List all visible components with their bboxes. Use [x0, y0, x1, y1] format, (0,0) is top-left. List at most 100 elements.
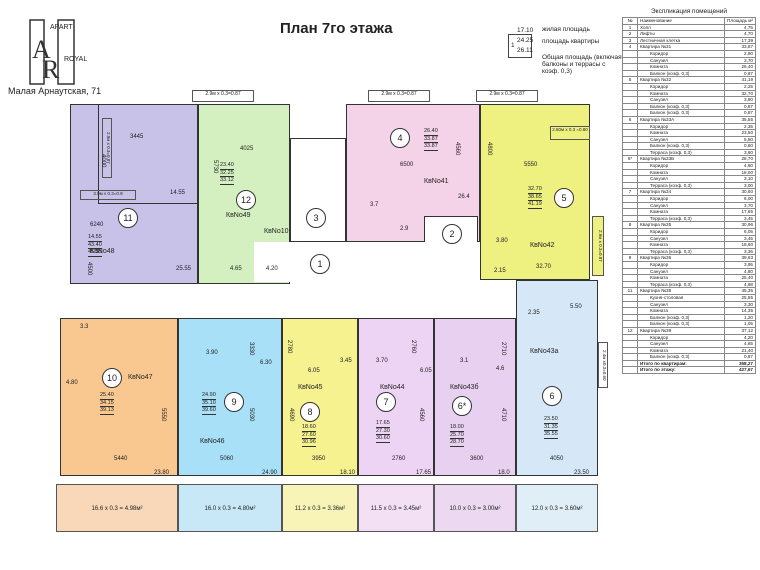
table-cell	[622, 214, 638, 223]
dimension: 6.05	[420, 368, 432, 374]
table-cell: 0,87	[724, 69, 756, 78]
area-living: 17.65	[376, 420, 390, 428]
hall	[254, 242, 480, 282]
explication-table: Экспликация помещений № Наименование Пло…	[622, 8, 756, 375]
table-cell: 39,63	[724, 254, 756, 262]
table-cell: Комната	[636, 63, 726, 71]
table-row: Балкон (коэф. 0,3)1,05	[622, 320, 756, 328]
room-11-bedroom	[98, 104, 198, 204]
room-number: 7	[376, 392, 396, 412]
table-row: Балкон (коэф. 0,3)1,20	[622, 313, 756, 322]
dimension: 26.4	[458, 194, 470, 200]
table-cell: Холл	[636, 23, 726, 32]
area-apartment: 27.30	[376, 427, 390, 435]
table-header: Площадь м²	[724, 17, 756, 25]
area-living: 32.70	[528, 186, 542, 194]
terrace-10: 16.6 x 0.3 = 4.98м²	[56, 484, 178, 532]
dimension: 24.90	[262, 470, 278, 476]
dimension: 3.90	[206, 350, 218, 356]
area-total: 28.70	[450, 439, 464, 447]
table-cell: 35,55	[724, 115, 756, 124]
table-cell	[622, 49, 638, 58]
room-number: 6*	[452, 396, 472, 416]
area-total: 30.96	[302, 439, 316, 447]
svg-text:R: R	[42, 55, 60, 84]
table-cell: Квартира №33Б	[636, 155, 726, 164]
table-title: Экспликация помещений	[650, 8, 728, 15]
area-living: 14.55	[88, 234, 102, 242]
table-cell: 25,55	[724, 293, 756, 302]
dimension: 18.10	[340, 470, 356, 476]
table-cell: 3,60	[724, 148, 756, 157]
dimension: 6.05	[308, 368, 320, 374]
table-cell: Терраса (коэф. 0,3)	[636, 214, 726, 223]
table-cell	[622, 333, 638, 342]
balcony-top: 2.9м x 0.3=0.87	[192, 90, 254, 102]
table-cell: 1,20	[724, 313, 756, 322]
area-apartment: 33.87	[424, 135, 438, 143]
table-cell: 14,35	[724, 307, 756, 315]
dimension: 2710	[500, 342, 506, 356]
table-cell: 0,87	[724, 109, 756, 117]
table-row: Терраса (коэф. 0,3)3,00	[622, 181, 756, 190]
dimension: 4025	[240, 146, 254, 152]
table-cell: Санузел	[636, 300, 726, 309]
area-apartment: 32.25	[220, 169, 234, 177]
table-row: Балкон (коэф. 0,3)0,87	[622, 109, 756, 117]
room-number: 12	[236, 190, 256, 210]
area-total: 30.60	[376, 435, 390, 443]
table-cell: 17,39	[724, 36, 756, 45]
apartment-7[interactable]	[358, 318, 434, 476]
table-cell: Балкон (коэф. 0,3)	[636, 102, 726, 111]
apartment-10[interactable]	[60, 318, 178, 476]
table-cell: 6,05	[724, 228, 756, 236]
table-cell: Коридор	[636, 82, 726, 91]
apartment-6[interactable]	[516, 280, 598, 476]
table-cell: 1,05	[724, 320, 756, 328]
table-cell: 5	[622, 76, 638, 84]
apartment-6b[interactable]	[434, 318, 516, 476]
dimension: 5.50	[570, 304, 582, 310]
table-cell: Лифты	[636, 30, 726, 38]
table-cell: Коридор	[636, 49, 726, 58]
area-apartment: 35.10	[202, 399, 216, 407]
table-cell: 3,10	[724, 175, 756, 183]
room-number: 11	[118, 208, 138, 228]
table-cell: Комната	[636, 346, 726, 355]
table-cell: Квартира №33А	[636, 115, 726, 124]
dimension: 3.80	[496, 238, 508, 244]
table-cell	[622, 313, 638, 322]
apartment-label: КвNo44	[380, 384, 405, 391]
dimension: 32.70	[536, 264, 552, 270]
dimension: 5030	[248, 408, 254, 422]
dimension: 2.15	[494, 268, 506, 274]
table-cell: 4	[622, 43, 638, 51]
stairwell	[290, 138, 346, 242]
apartment-8[interactable]	[282, 318, 358, 476]
dimension: 2.9	[400, 226, 409, 232]
dimension: 4560	[418, 408, 424, 422]
room-number: 8	[300, 402, 320, 422]
dimension: 4800	[486, 142, 492, 156]
table-cell: 6,00	[724, 195, 756, 203]
table-row: Балкон (коэф. 0,3)0,60	[622, 142, 756, 150]
table-cell: 3,00	[724, 181, 756, 190]
table-cell: 4,20	[724, 333, 756, 342]
balcony-side: 2.4м x0.3=0.60	[598, 342, 608, 388]
